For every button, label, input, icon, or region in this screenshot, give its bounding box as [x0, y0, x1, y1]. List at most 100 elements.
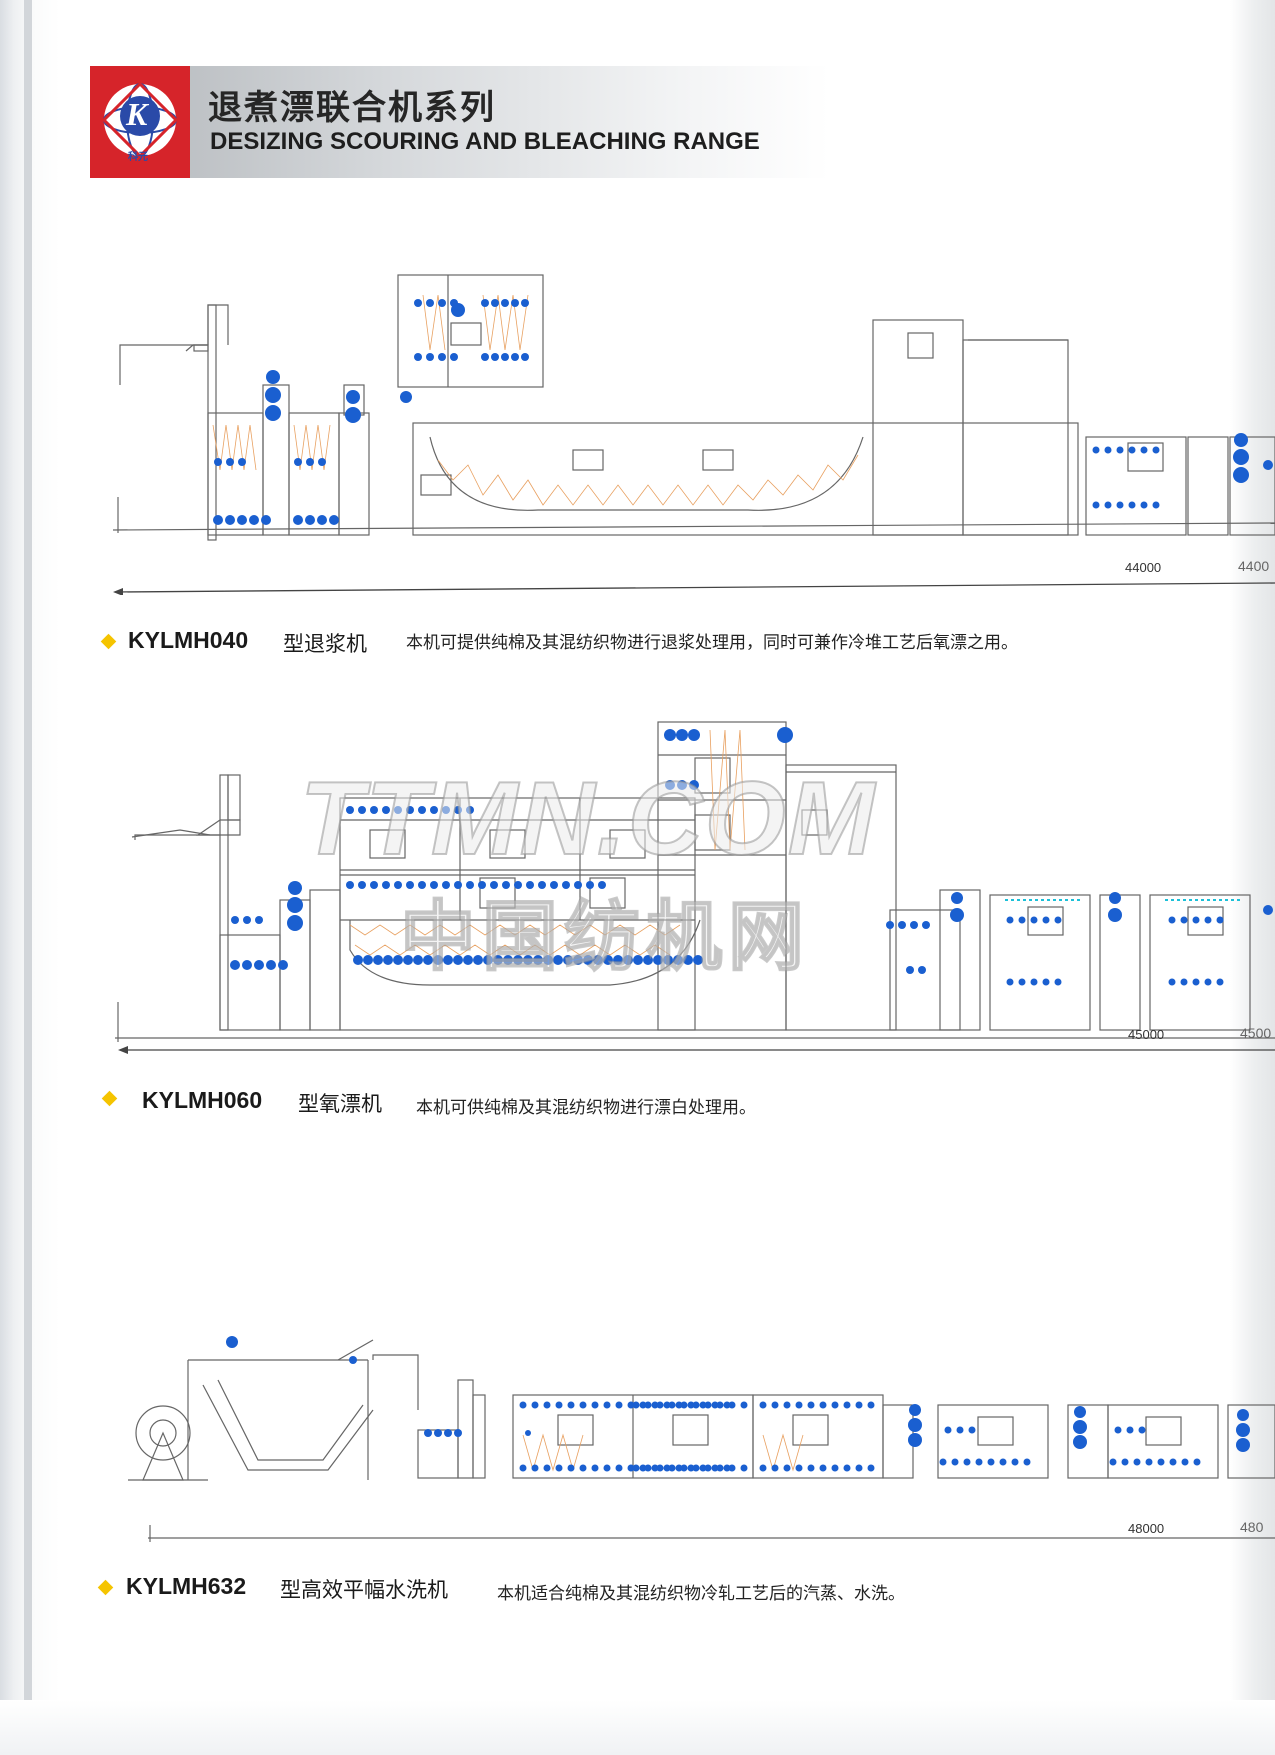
- roller-dot: [562, 881, 570, 889]
- roller-dot: [771, 1401, 779, 1409]
- roller-dot: [383, 955, 393, 965]
- roller-dot: [243, 916, 251, 924]
- roller-dot: [400, 391, 412, 403]
- roller-dot: [1133, 1458, 1141, 1466]
- dimension-label-3-cut: 480: [1240, 1519, 1264, 1535]
- bottom-shade: [0, 1700, 1275, 1755]
- roller-dot: [265, 387, 281, 403]
- roller-dot: [819, 1464, 827, 1472]
- roller-dot: [573, 955, 583, 965]
- roller-dot: [668, 1464, 676, 1472]
- roller-dot: [225, 515, 235, 525]
- roller-dot: [663, 1401, 671, 1409]
- roller-dot: [513, 955, 523, 965]
- roller-dot: [305, 515, 315, 525]
- roller-dot: [543, 1401, 551, 1409]
- roller-dot: [466, 806, 474, 814]
- roller-dot: [675, 1464, 683, 1472]
- roller-dot: [867, 1464, 875, 1472]
- roller-dot: [1216, 978, 1224, 986]
- roller-dot: [688, 729, 700, 741]
- roller-dot: [511, 353, 519, 361]
- roller-dot: [593, 955, 603, 965]
- roller-dot: [553, 955, 563, 965]
- roller-dot: [1108, 908, 1122, 922]
- roller-dot: [1168, 916, 1176, 924]
- roller-dot: [939, 1458, 947, 1466]
- roller-dot: [656, 1464, 664, 1472]
- roller-dot: [1006, 916, 1014, 924]
- dimension-label-2: 45000: [1128, 1027, 1165, 1042]
- roller-dot: [1233, 467, 1249, 483]
- roller-dot: [831, 1464, 839, 1472]
- roller-dot: [683, 955, 693, 965]
- roller-dot: [668, 1401, 676, 1409]
- model-name-kylmh060: KYLMH060: [142, 1087, 263, 1113]
- roller-dot: [819, 1401, 827, 1409]
- roller-dot: [370, 806, 378, 814]
- roller-dot: [651, 1401, 659, 1409]
- roller-dot: [1157, 1458, 1165, 1466]
- roller-dot: [249, 515, 259, 525]
- roller-dot: [278, 960, 288, 970]
- roller-dot: [1109, 892, 1121, 904]
- roller-dot: [1054, 916, 1062, 924]
- roller-dot: [430, 806, 438, 814]
- roller-dot: [543, 1464, 551, 1472]
- machine-diagram-kylmh632: [128, 1336, 1275, 1542]
- drawing-lines: [128, 1339, 1275, 1542]
- roller-dot: [908, 1418, 922, 1432]
- roller-dot: [394, 806, 402, 814]
- roller-dot: [963, 1458, 971, 1466]
- roller-dot: [711, 1464, 719, 1472]
- roller-dot: [1054, 978, 1062, 986]
- roller-dot: [1042, 978, 1050, 986]
- roller-dot: [632, 1464, 640, 1472]
- roller-dot: [349, 1356, 357, 1364]
- roller-dot: [478, 881, 486, 889]
- roller-dot: [1192, 916, 1200, 924]
- roller-dot: [656, 1401, 664, 1409]
- roller-dot: [514, 881, 522, 889]
- roller-dot: [1233, 449, 1249, 465]
- model-description-kylmh632: 本机适合纯棉及其混纺织物冷轧工艺后的汽蒸、水洗。: [497, 1584, 905, 1604]
- drawing-lines: [115, 721, 1275, 1042]
- roller-dot: [909, 1404, 921, 1416]
- roller-dot: [598, 881, 606, 889]
- roller-dot: [1193, 1458, 1201, 1466]
- roller-dot: [1030, 916, 1038, 924]
- roller-dot: [831, 1401, 839, 1409]
- roller-dot: [723, 1464, 731, 1472]
- roller-dot: [533, 955, 543, 965]
- roller-dot: [287, 915, 303, 931]
- roller-dot: [664, 729, 676, 741]
- roller-dot: [454, 881, 462, 889]
- roller-dot: [555, 1464, 563, 1472]
- fabric-path: [522, 1433, 804, 1472]
- roller-dot: [716, 1464, 724, 1472]
- roller-dot: [406, 806, 414, 814]
- roller-dot: [615, 1401, 623, 1409]
- roller-dot: [414, 353, 422, 361]
- roller-dot: [450, 353, 458, 361]
- roller-dot: [1030, 978, 1038, 986]
- roller-dot: [424, 1429, 432, 1437]
- roller-dot: [438, 299, 446, 307]
- roller-dot: [266, 960, 276, 970]
- roller-dot: [586, 881, 594, 889]
- roller-dot: [956, 1426, 964, 1434]
- roller-dot: [242, 960, 252, 970]
- roller-dot: [783, 1401, 791, 1409]
- machine-diagram-kylmh060: [115, 721, 1275, 1054]
- roller-dot: [451, 303, 465, 317]
- roller-dot: [643, 955, 653, 965]
- roller-dot: [906, 966, 914, 974]
- roller-dot: [418, 881, 426, 889]
- roller-dot: [473, 955, 483, 965]
- roller-dot: [711, 1401, 719, 1409]
- roller-dot: [918, 966, 926, 974]
- roller-dot: [329, 515, 339, 525]
- roller-dot: [910, 921, 918, 929]
- roller-dot: [413, 955, 423, 965]
